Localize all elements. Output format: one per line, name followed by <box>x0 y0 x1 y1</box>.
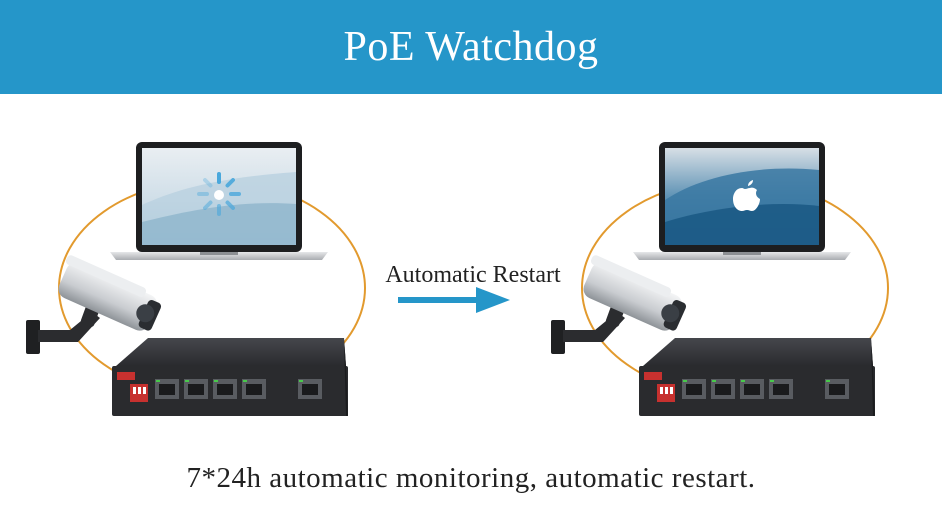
right-switch-ports <box>682 379 849 399</box>
right-system <box>551 142 889 416</box>
left-system <box>26 142 366 416</box>
restart-arrow <box>398 287 510 313</box>
loading-spinner-icon <box>197 172 241 216</box>
right-camera <box>551 255 687 354</box>
left-laptop <box>110 142 328 260</box>
header-banner <box>0 0 942 94</box>
left-camera <box>26 255 162 354</box>
right-poe-switch <box>639 338 875 416</box>
page-title: PoE Watchdog <box>343 24 599 70</box>
apple-logo-icon <box>733 180 760 211</box>
arrow-label: Automatic Restart <box>385 262 561 288</box>
right-laptop <box>633 142 851 260</box>
watchdog-diagram <box>26 142 889 416</box>
footer-caption: 7*24h automatic monitoring, automatic re… <box>186 462 756 494</box>
left-poe-switch <box>112 338 348 416</box>
left-switch-ports <box>155 379 322 399</box>
